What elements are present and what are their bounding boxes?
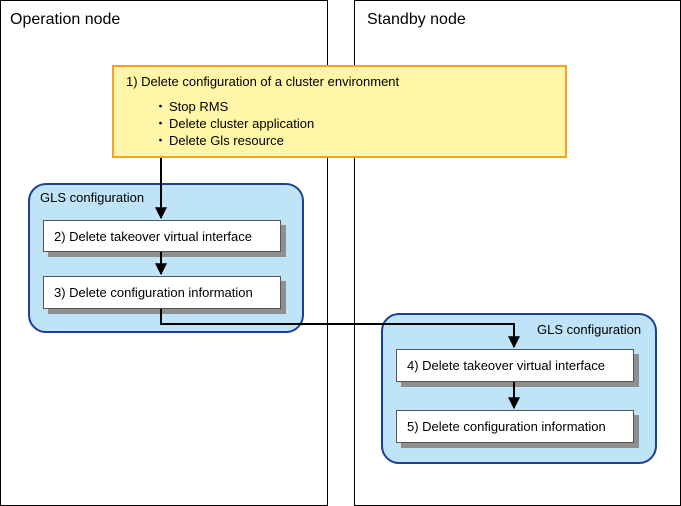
step-5-box: 5) Delete configuration information [396,410,634,443]
step-2-box: 2) Delete takeover virtual interface [43,220,281,252]
cluster-step-title: 1) Delete configuration of a cluster env… [126,74,400,89]
cluster-step-item: Delete Gls resource [154,132,314,149]
step-3-box: 3) Delete configuration information [43,276,281,309]
step-4-box: 4) Delete takeover virtual interface [396,349,634,382]
standby-gls-label: GLS configuration [537,322,642,337]
arrow-step3-to-step4 [160,309,520,349]
operation-node-title: Operation node [10,11,121,28]
operation-gls-label: GLS configuration [40,190,145,205]
cluster-step-box: 1) Delete configuration of a cluster env… [112,65,567,158]
cluster-step-list: Stop RMS Delete cluster application Dele… [154,98,314,149]
cluster-step-item: Stop RMS [154,98,314,115]
cluster-step-item: Delete cluster application [154,115,314,132]
standby-node-title: Standby node [367,11,466,28]
